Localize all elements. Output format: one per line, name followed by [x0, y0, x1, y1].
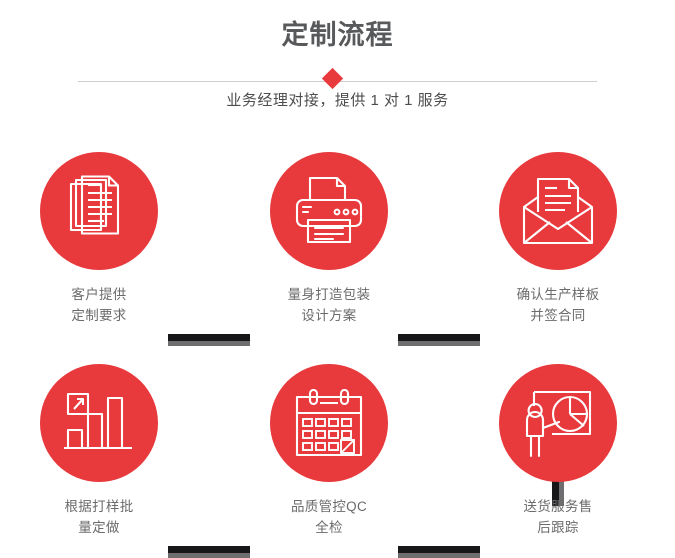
connector-step3-step6: [552, 468, 564, 506]
bar-chart-growth-icon: [64, 392, 132, 450]
connector-bar: [552, 468, 559, 506]
presenter-pie-chart-icon: [525, 390, 592, 458]
step-icon-circle: [40, 364, 158, 482]
process-step-4[interactable]: 根据打样批 量定做: [4, 364, 194, 538]
step-label: 品质管控QC 全检: [290, 499, 368, 535]
header-section: 定制流程 业务经理对接，提供 1 对 1 服务: [0, 0, 675, 132]
connector-shadow: [168, 341, 250, 346]
step-icon-circle: [270, 152, 388, 270]
calendar-check-icon: [295, 389, 363, 457]
process-step-6[interactable]: 送货服务售 后跟踪: [463, 364, 653, 538]
page-title: 定制流程: [281, 20, 394, 50]
connector-step5-step6: [398, 546, 480, 558]
process-step-5[interactable]: 品质管控QC 全检: [234, 364, 424, 538]
step-label: 送货服务售 后跟踪: [523, 499, 593, 535]
step-label: 量身打造包装 设计方案: [287, 287, 371, 323]
connector-shadow: [398, 341, 480, 346]
connector-step2-step3: [398, 334, 480, 346]
step-icon-circle: [499, 152, 617, 270]
step-label: 客户提供 定制要求: [71, 287, 127, 323]
step-icon-circle: [270, 364, 388, 482]
connector-bar: [168, 334, 250, 341]
printer-icon: [295, 176, 363, 244]
process-steps: 客户提供 定制要求: [0, 132, 675, 558]
step-icon-circle: [40, 152, 158, 270]
process-step-2[interactable]: 量身打造包装 设计方案: [234, 152, 424, 326]
connector-shadow: [168, 553, 250, 558]
title-divider: [78, 67, 597, 93]
connector-step4-step5: [168, 546, 250, 558]
connector-shadow: [398, 553, 480, 558]
process-step-3[interactable]: 确认生产样板 并签合同: [463, 152, 653, 326]
step-label: 根据打样批 量定做: [64, 499, 134, 535]
documents-stack-icon: [69, 175, 120, 235]
page-subtitle: 业务经理对接，提供 1 对 1 服务: [226, 92, 449, 109]
connector-step1-step2: [168, 334, 250, 346]
process-step-1[interactable]: 客户提供 定制要求: [4, 152, 194, 326]
connector-shadow: [559, 468, 564, 506]
envelope-document-icon: [522, 177, 594, 245]
diamond-icon: [321, 67, 344, 90]
step-icon-circle: [499, 364, 617, 482]
connector-bar: [398, 334, 480, 341]
step-label: 确认生产样板 并签合同: [516, 287, 600, 323]
